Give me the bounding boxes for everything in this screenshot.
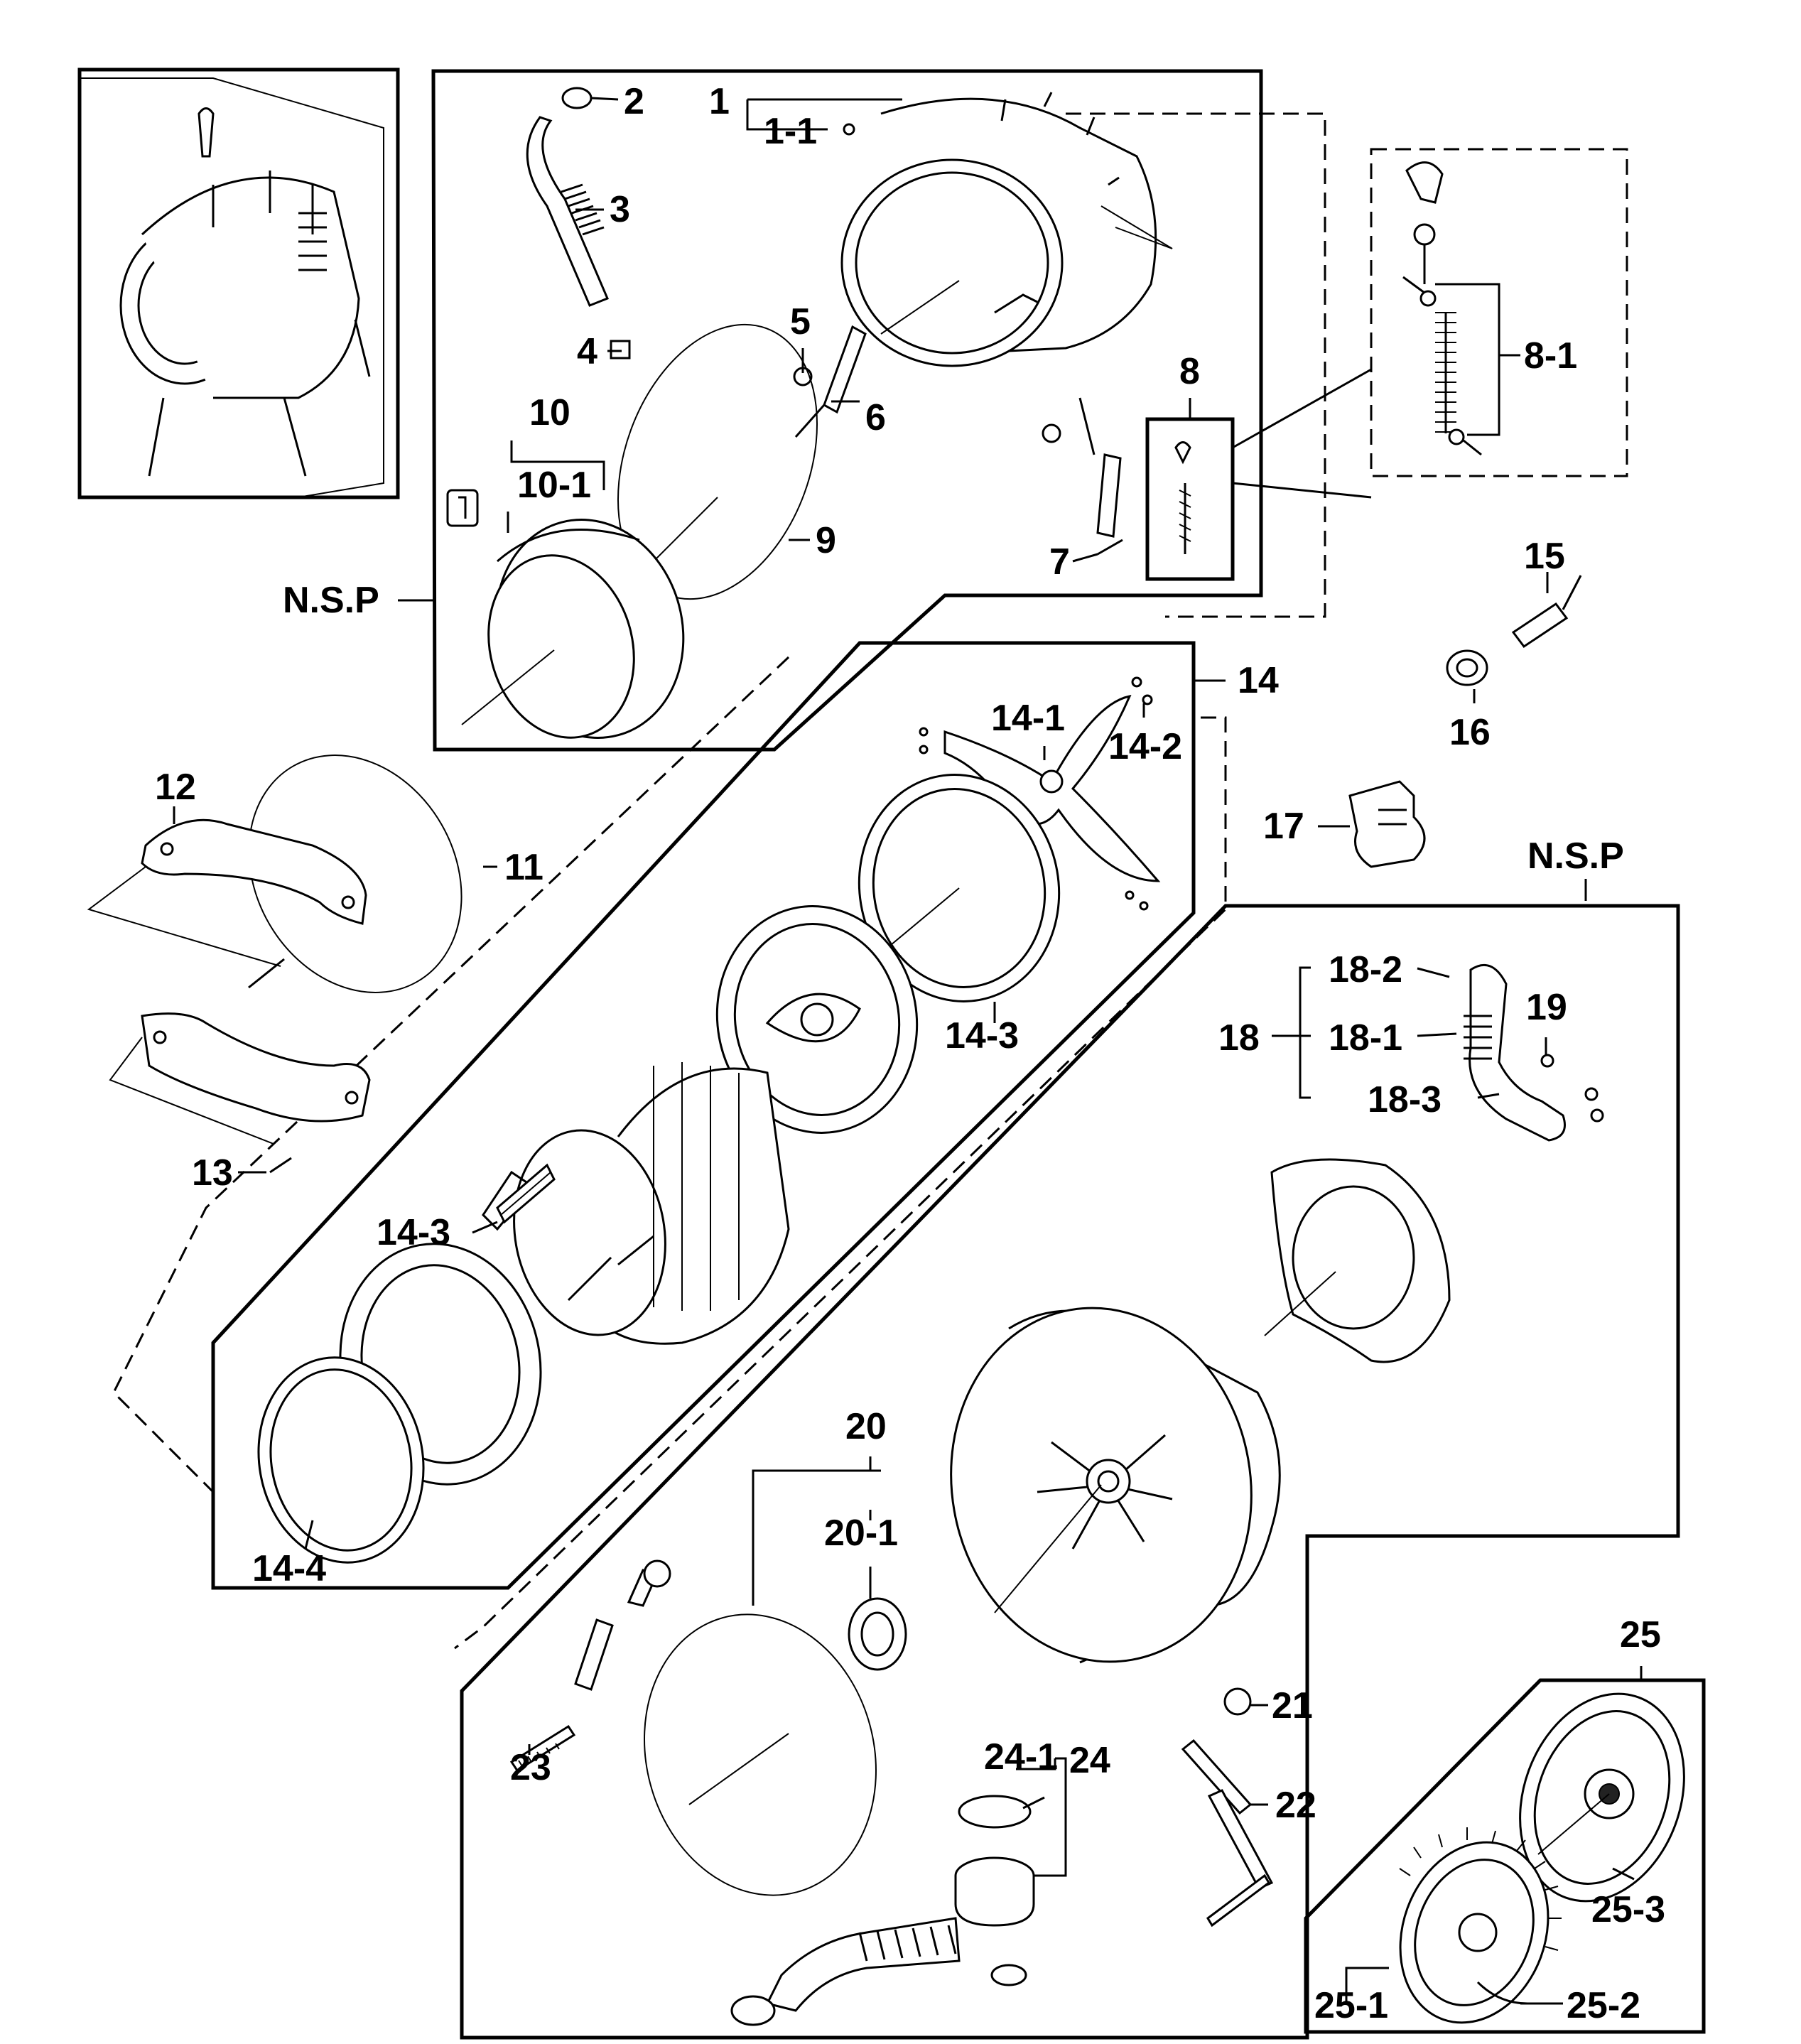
damper-6: [794, 325, 867, 438]
label-25-2: 25-2: [1567, 1985, 1640, 2026]
label-14-1: 14-1: [991, 698, 1065, 739]
inner-drum-group: [112, 641, 1227, 1650]
label-nsp-bottom: N.S.P: [1527, 836, 1624, 877]
label-8: 8: [1179, 351, 1200, 392]
label-18-2: 18-2: [1329, 949, 1402, 990]
label-11: 11: [504, 847, 543, 888]
damper-right: [1042, 397, 1122, 538]
label-18-1: 18-1: [1329, 1017, 1402, 1059]
spring-box-8: [1145, 417, 1235, 581]
label-17: 17: [1263, 806, 1304, 847]
label-24-1: 24-1: [984, 1736, 1058, 1778]
label-23: 23: [510, 1747, 551, 1788]
label-6: 6: [865, 397, 886, 438]
part-labels: 1 1-1 2 3 4 5 6 7 8 8-1 9 10 10-1 N.S.P …: [155, 81, 1665, 2026]
label-14-3b: 14-3: [377, 1212, 450, 1253]
label-1: 1: [709, 81, 730, 122]
label-3: 3: [610, 189, 630, 230]
leader-lines: [173, 97, 1643, 2005]
label-9: 9: [816, 520, 836, 561]
bushing-16: [1446, 649, 1488, 686]
label-1-1: 1-1: [764, 111, 817, 152]
label-14-3a: 14-3: [945, 1015, 1019, 1056]
label-18-3: 18-3: [1368, 1079, 1442, 1120]
fitting-4: [610, 340, 631, 359]
bolt-14-2: [919, 676, 1153, 911]
hose-3: [526, 116, 609, 307]
lifter-14-3: [496, 1163, 556, 1224]
label-13: 13: [192, 1152, 233, 1194]
balancer-14-4: [257, 1356, 425, 1564]
label-2: 2: [624, 81, 644, 122]
sensor-15: [1511, 575, 1582, 649]
label-15: 15: [1524, 536, 1565, 577]
label-21: 21: [1272, 1685, 1313, 1726]
tub-front-half: [840, 92, 1173, 367]
weights-group: [87, 755, 463, 1174]
overview-tub-assembly: [119, 107, 371, 477]
label-18: 18: [1218, 1017, 1260, 1059]
label-20: 20: [845, 1406, 887, 1447]
label-24: 24: [1069, 1740, 1110, 1781]
weight-12: [141, 818, 367, 925]
damper-23: [509, 1559, 671, 1773]
label-25: 25: [1620, 1614, 1661, 1655]
screw-19: [1540, 1054, 1554, 1068]
label-8-1: 8-1: [1524, 335, 1577, 377]
stator-25-1: [1399, 1827, 1562, 2024]
label-nsp-top: N.S.P: [283, 580, 379, 621]
motor-group: [1304, 1678, 1706, 2034]
gasket-tub: [644, 1613, 877, 1896]
overview-inset: [77, 67, 400, 499]
label-4: 4: [577, 331, 597, 372]
label-14-4: 14-4: [252, 1548, 326, 1589]
label-25-3: 25-3: [1591, 1889, 1665, 1930]
label-14-2: 14-2: [1108, 726, 1182, 767]
heater-17: [1348, 780, 1426, 868]
label-19: 19: [1526, 987, 1567, 1028]
label-7: 7: [1049, 541, 1070, 583]
label-14: 14: [1238, 660, 1279, 701]
label-12: 12: [155, 767, 196, 808]
label-20-1: 20-1: [824, 1513, 898, 1554]
bolt-7: [1097, 539, 1123, 556]
weight-13: [141, 1012, 371, 1123]
screw-1-1: [843, 123, 855, 136]
clamp-2: [561, 87, 593, 109]
clip-10-1: [446, 489, 479, 527]
outer-tub-group: [431, 69, 1372, 752]
rear-tub-group: [460, 904, 1680, 2040]
nuts-18: [1584, 1087, 1604, 1123]
seal-20: [848, 1597, 907, 1671]
damper-22: [1181, 1739, 1274, 1927]
label-25-1: 25-1: [1314, 1985, 1388, 2026]
label-10-1: 10-1: [517, 465, 591, 506]
gasket-11: [248, 755, 463, 993]
front-ring-10: [487, 519, 685, 739]
drain-hose-24: [730, 1795, 1035, 2026]
drum-cylinder: [482, 1062, 790, 1345]
spring-detail-8-1: [1370, 148, 1628, 477]
label-16: 16: [1449, 712, 1491, 753]
label-10: 10: [529, 392, 570, 433]
hose-18: [1464, 963, 1566, 1142]
rear-tub: [950, 1307, 1281, 1664]
bolt-21: [1223, 1687, 1252, 1716]
rotor-25-3: [1519, 1692, 1685, 1903]
rear-plate: [1270, 1158, 1451, 1363]
label-5: 5: [790, 301, 811, 342]
label-22: 22: [1275, 1785, 1316, 1826]
